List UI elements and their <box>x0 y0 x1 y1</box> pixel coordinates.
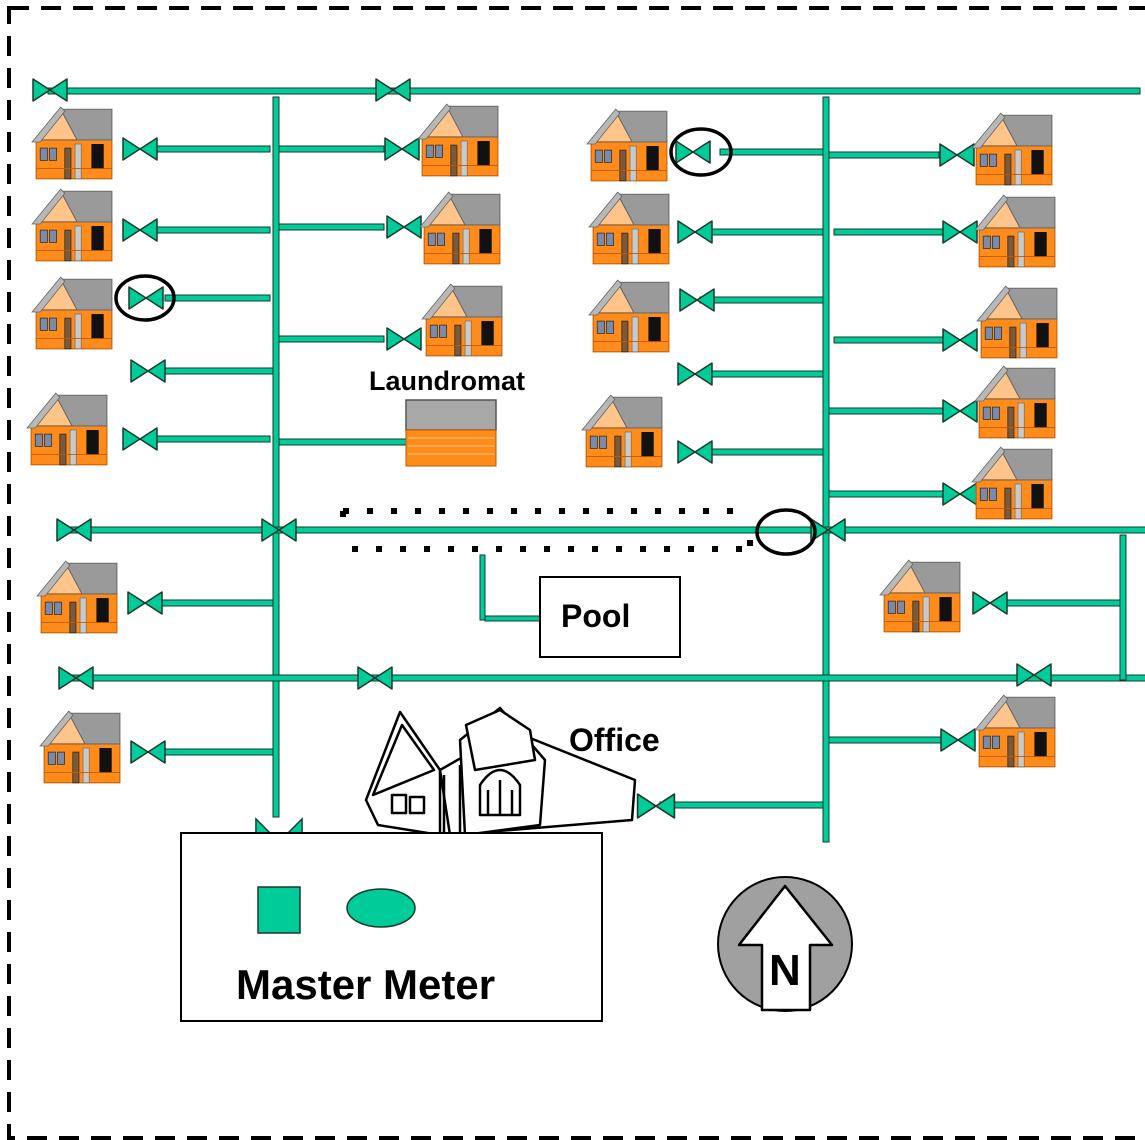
house-icon <box>879 559 961 633</box>
valve-icon <box>677 362 713 386</box>
highlighted-valves <box>114 127 817 556</box>
valve-icon <box>940 728 976 752</box>
valve-icon <box>357 666 393 690</box>
master-meter-box <box>180 832 603 1022</box>
office-building-icon <box>364 706 637 837</box>
house-icon <box>417 103 499 177</box>
valve-icon <box>675 140 711 164</box>
valve-icon <box>128 286 164 310</box>
pipe-pool-branch <box>479 554 486 621</box>
house-icon <box>588 191 670 265</box>
pipe-main-middle <box>59 526 1145 534</box>
house-icon <box>31 106 113 180</box>
north-arrow-icon <box>717 876 853 1012</box>
highlight-circle <box>669 127 733 177</box>
highlight-circle <box>114 274 176 322</box>
laundromat-label: Laundromat <box>369 366 525 396</box>
valve-icon <box>679 288 715 312</box>
pipe-main-east <box>822 96 830 843</box>
pool-box <box>539 576 681 658</box>
valve-icon <box>1016 663 1052 687</box>
valve-icon <box>32 78 68 102</box>
valve-icon <box>375 78 411 102</box>
valve-icon <box>942 328 978 352</box>
pipe-main-west <box>272 96 280 818</box>
valve-icon <box>386 215 422 239</box>
north-label: N <box>769 946 801 995</box>
valve-icon <box>386 327 422 351</box>
valve-icon <box>939 143 975 167</box>
pool-label: Pool <box>561 598 630 634</box>
valve-icon <box>942 482 978 506</box>
house-icon <box>419 191 501 265</box>
meter-dial-icon <box>346 888 416 928</box>
house-icon <box>974 365 1056 439</box>
office-label: Office <box>569 722 660 758</box>
master-meter-label: Master Meter <box>236 961 495 1008</box>
meter-body-icon <box>257 886 301 934</box>
house-icon <box>974 694 1056 768</box>
house-icon <box>39 710 121 784</box>
pipe-main-lower <box>59 674 1145 682</box>
valve-icon <box>677 440 713 464</box>
house-icon <box>26 392 108 466</box>
valve-icon <box>130 359 166 383</box>
house-icon <box>974 194 1056 268</box>
valve-icon <box>122 218 158 242</box>
house-icon <box>586 108 668 182</box>
house-icon <box>581 394 663 468</box>
valve-icon <box>56 518 92 542</box>
house-icon <box>588 279 670 353</box>
property-boundary <box>7 6 1145 1140</box>
valve-icon <box>122 427 158 451</box>
valve-icon <box>677 220 713 244</box>
valve-icon <box>58 666 94 690</box>
house-icon <box>421 283 503 357</box>
valve-icon <box>384 137 420 161</box>
laundromat-building <box>405 399 497 467</box>
valve-icon <box>972 591 1008 615</box>
house-icon <box>36 560 118 634</box>
house-icon <box>976 285 1058 359</box>
house-icon <box>31 188 113 262</box>
house-icon <box>31 276 113 350</box>
valve-icon <box>122 137 158 161</box>
pipe-network <box>47 87 1145 951</box>
valve-icon <box>636 793 676 819</box>
pipe-main-top <box>47 87 1141 95</box>
pool-pipe-dotted-outline <box>340 508 753 552</box>
pipe-east-connector <box>1119 534 1127 681</box>
house-icon <box>971 446 1053 520</box>
highlight-circle <box>755 508 817 556</box>
valve-icon <box>942 220 978 244</box>
valve-icon <box>127 591 163 615</box>
valve-icon <box>130 740 166 764</box>
house-icon <box>971 112 1053 186</box>
valve-icon <box>942 399 978 423</box>
